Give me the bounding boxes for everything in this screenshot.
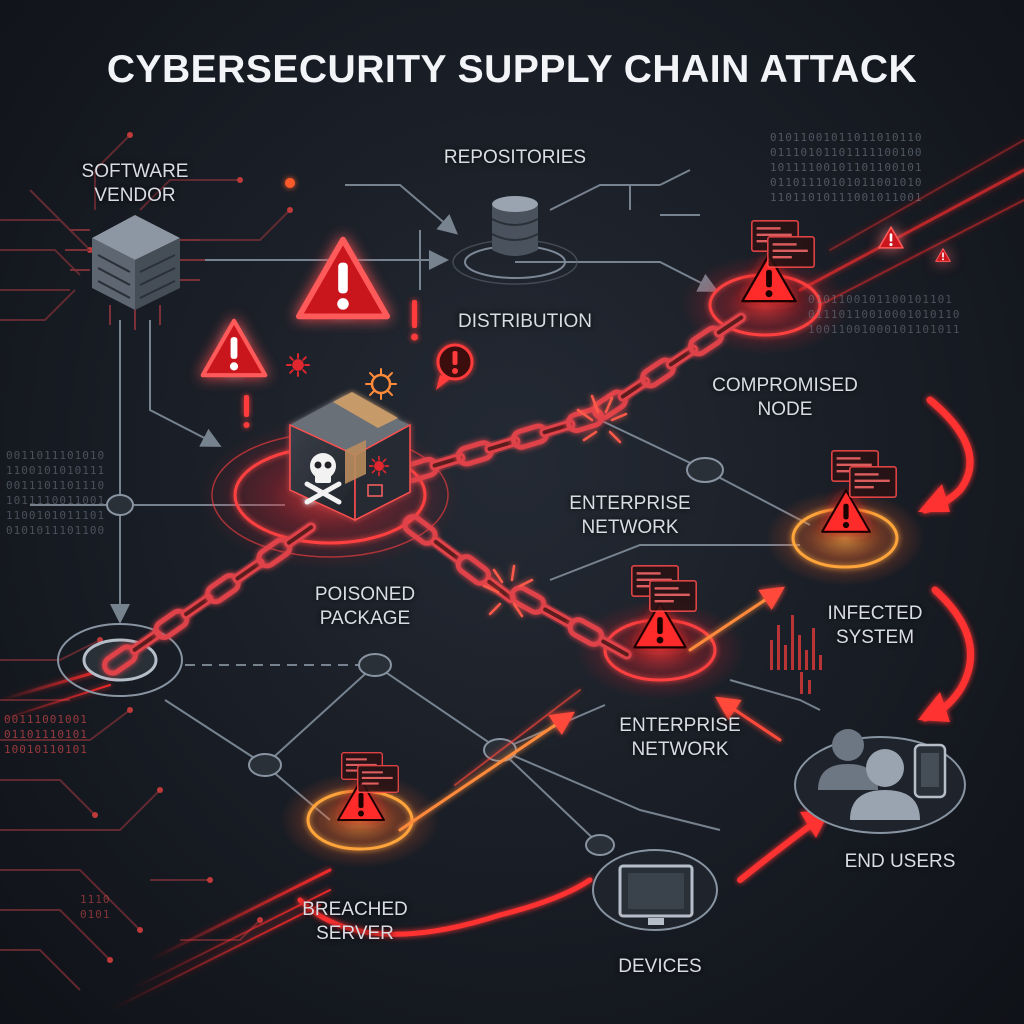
chain-link: [539, 419, 576, 438]
light-streams: [0, 139, 1024, 1011]
binary-stream-bottom-left: 00111001001 01101110101 10010110101: [4, 713, 88, 756]
binary-stream-bottom-tiny: 1110 0101: [80, 893, 111, 921]
chain-link: [713, 312, 747, 338]
page-title: CYBERSECURITY SUPPLY CHAIN ATTACK: [106, 48, 918, 91]
circuit-traces: [0, 134, 291, 991]
chain-link: [129, 629, 162, 655]
binary-stream-top-right: 01011001011011010110 0111010110111110010…: [770, 131, 923, 204]
label-distribution: DISTRIBUTION: [457, 311, 593, 332]
exclamation-marks: [243, 300, 474, 428]
chain-link: [283, 522, 317, 548]
label-end-users: END USERS: [844, 851, 956, 872]
skull-box-icon: [289, 392, 411, 522]
chain-link: [484, 436, 521, 454]
activity-bars: [770, 615, 822, 694]
monitor-icon: [592, 849, 718, 931]
server-icon: [65, 215, 205, 330]
threat-hotspots: [57, 255, 925, 868]
chain-links: [102, 312, 747, 676]
virus-icon: [285, 352, 397, 400]
phone-icon: [913, 743, 947, 799]
chain-link: [598, 636, 632, 660]
chain-link: [181, 593, 214, 620]
chain-link: [429, 452, 466, 471]
broken-chain-icon: [482, 394, 628, 618]
label-repositories: REPOSITORIES: [443, 147, 587, 168]
chain-link: [665, 344, 699, 370]
chain-link: [232, 558, 265, 584]
binary-stream-right-mid: 0101100101100101101 01110110010001010110…: [808, 293, 961, 336]
attack-flow-arrows: [297, 396, 975, 937]
database-icon: [452, 196, 578, 285]
chain-link: [617, 376, 651, 402]
binary-stream-left: 0011011101010 1100101010111 001110110111…: [6, 449, 106, 537]
label-devices: DEVICES: [618, 956, 702, 977]
